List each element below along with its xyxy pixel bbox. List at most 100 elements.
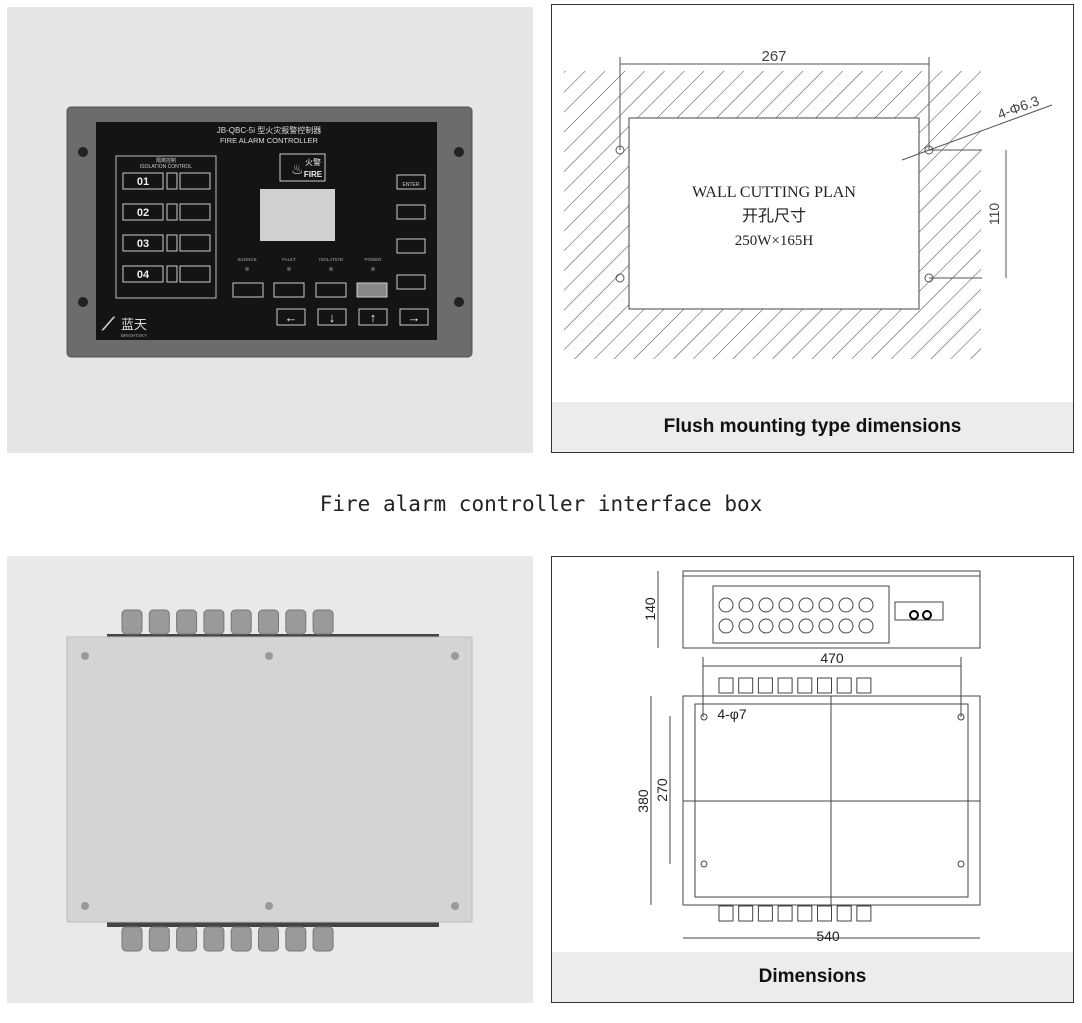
cable-gland [757, 905, 773, 922]
knockout-hole [818, 597, 834, 613]
cable-gland [738, 905, 754, 922]
cable-gland [312, 926, 334, 952]
arrow-button[interactable] [276, 308, 306, 326]
cable-gland [738, 677, 754, 694]
wall-cutting-drawing: 267 110 4-Φ6.3 WALL CUTTING PLAN 开孔尺寸 25… [564, 48, 1053, 359]
loop-button[interactable] [122, 203, 164, 221]
knockout-hole [798, 618, 814, 634]
loop-led [166, 265, 178, 283]
test-button[interactable] [396, 274, 426, 290]
knockout-hole [718, 618, 734, 634]
screw-icon [454, 297, 464, 307]
loop-key [179, 172, 211, 190]
isolation-button[interactable] [315, 282, 347, 298]
indicator-label: SILENCE [237, 257, 256, 262]
indicator-led [371, 267, 375, 271]
cable-gland [718, 905, 734, 922]
arrow-button[interactable] [399, 308, 429, 326]
cable-gland [258, 926, 279, 952]
cutout-rect [628, 117, 920, 310]
knockout-hole [798, 597, 814, 613]
flame-icon: ♨ [291, 161, 304, 177]
indicator-led [329, 267, 333, 271]
arrow-icon: ↑ [370, 310, 377, 325]
cable-gland [817, 905, 832, 922]
flush-mounting-diagram: 267 110 4-Φ6.3 WALL CUTTING PLAN 开孔尺寸 25… [551, 4, 1074, 453]
indicator-label: POWER [364, 257, 382, 262]
knockout-hole [738, 618, 754, 634]
cable-gland [176, 926, 198, 952]
interface-box-photo [7, 556, 533, 1003]
screw-icon [265, 902, 273, 910]
knockout-hole [818, 618, 834, 634]
loop-button[interactable] [122, 265, 164, 283]
enter-label: ENTER [403, 182, 420, 188]
arrow-icon: ← [285, 310, 298, 325]
loop-key [179, 265, 211, 283]
box-dimension-drawing: 140 470 4-φ7 380 270 540 [635, 570, 981, 944]
box-body [66, 636, 473, 923]
height-dim-label: 110 [986, 203, 1002, 226]
depth-label: 140 [642, 597, 658, 621]
knockout-hole [838, 597, 854, 613]
plan-title: WALL CUTTING PLAN [692, 184, 856, 201]
reset-button[interactable] [356, 282, 388, 298]
interface-box-illustration [66, 609, 473, 952]
controller-illustration: JB-QBC-5i 型火灾报警控制器 FIRE ALARM CONTROLLER… [66, 106, 473, 358]
enter-button[interactable] [396, 174, 426, 190]
caption: Dimensions [552, 952, 1073, 1002]
loop-led [166, 172, 178, 190]
gland-plate [712, 585, 890, 644]
plan-cn: 开孔尺寸 [742, 207, 806, 225]
width-dim-label: 267 [761, 48, 786, 65]
screw-icon [451, 902, 459, 910]
loop-label: 02 [137, 207, 149, 219]
knockout-hole [858, 597, 874, 613]
arrow-button[interactable] [358, 308, 388, 326]
indicator-label: FAULT [282, 257, 296, 262]
cable-gland [777, 677, 793, 694]
cable-gland [856, 677, 872, 694]
cable-gland [203, 609, 225, 635]
screw-icon [265, 652, 273, 660]
mount-hole-icon [700, 713, 708, 721]
cable-gland [312, 609, 334, 635]
width-label: 540 [816, 928, 840, 944]
fault-button[interactable] [273, 282, 305, 298]
loop-led [166, 234, 178, 252]
mount-hole-icon [700, 860, 708, 868]
mount-hole-icon [615, 273, 625, 283]
mount-hole-icon [957, 713, 965, 721]
knockout-hole [858, 618, 874, 634]
hole-leader-line [901, 104, 1053, 161]
analog-button[interactable] [396, 238, 426, 254]
loop-button[interactable] [122, 172, 164, 190]
knockout-hole [778, 618, 794, 634]
cable-gland [757, 677, 773, 694]
knockout-hole [758, 618, 774, 634]
brand-en: BRIGHTSKY [121, 333, 147, 338]
indicator-led [245, 267, 249, 271]
cable-gland [718, 677, 734, 694]
mount-width-label: 470 [820, 650, 844, 666]
brand-logo-icon: ⟋ [101, 314, 116, 334]
arrow-icon: → [408, 310, 421, 325]
screw-icon [78, 147, 88, 157]
cable-gland [817, 677, 832, 694]
dimensions-diagram: 140 470 4-φ7 380 270 540 Dimensions [551, 556, 1074, 1003]
height-label: 380 [635, 789, 651, 813]
isolation-en: ISOLATION CONTROL [140, 164, 192, 170]
loop-button[interactable] [122, 234, 164, 252]
loop-key [179, 203, 211, 221]
cable-gland [258, 609, 279, 635]
fire-en: FIRE [304, 170, 323, 179]
model-en: FIRE ALARM CONTROLLER [220, 136, 319, 145]
silence-button[interactable] [232, 282, 264, 298]
section-title: Fire alarm controller interface box [319, 492, 763, 516]
function-button[interactable] [396, 204, 426, 220]
cable-gland [148, 609, 170, 635]
isolation-cn: 隔离控制 [156, 157, 176, 164]
arrow-button[interactable] [317, 308, 347, 326]
lcd-display [260, 189, 335, 241]
screw-icon [78, 297, 88, 307]
